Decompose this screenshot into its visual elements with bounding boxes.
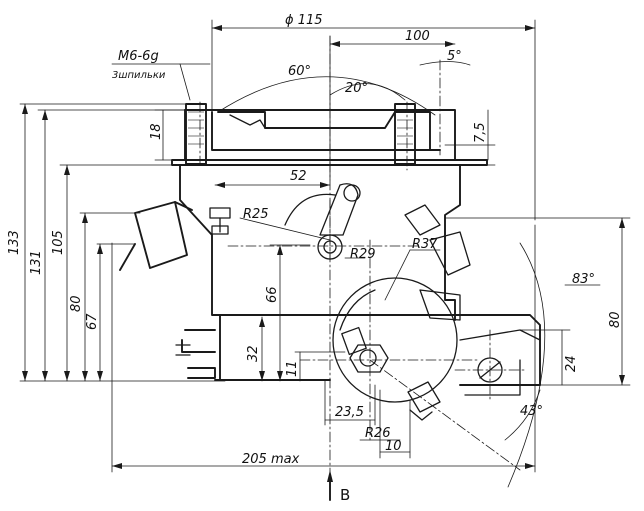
label-a60: 60° <box>288 64 311 79</box>
label-d11: 11 <box>285 360 300 377</box>
label-studs: 3шпильки <box>112 70 166 81</box>
label-d67: 67 <box>85 313 100 330</box>
label-a83: 83° <box>572 272 595 287</box>
label-d24: 24 <box>564 355 579 372</box>
label-thread: М6-6g <box>118 49 159 64</box>
label-d105: 105 <box>51 230 66 255</box>
carburetor-body <box>119 103 541 386</box>
label-d80-left: 80 <box>69 295 84 312</box>
label-r37: R37 <box>412 237 438 252</box>
label-d80-right: 80 <box>608 311 623 328</box>
dimension-labels: ϕ 115 100 М6-6g 3шпильки 60° 20° 5° 18 7… <box>7 13 623 504</box>
dimension-lines <box>19 19 631 473</box>
label-r29: R29 <box>350 247 376 262</box>
label-d23-5: 23,5 <box>335 405 364 420</box>
label-view-b: В <box>340 486 350 504</box>
label-d18: 18 <box>149 123 164 140</box>
label-d100: 100 <box>405 29 430 44</box>
label-d205: 205 max <box>242 452 300 467</box>
label-d66: 66 <box>265 286 280 303</box>
label-d115: ϕ 115 <box>285 13 323 28</box>
label-a20: 20° <box>345 81 368 96</box>
label-a43: 43° <box>520 404 543 419</box>
label-d7-5: 7,5 <box>473 122 488 143</box>
label-d133: 133 <box>7 230 22 255</box>
label-d10: 10 <box>385 439 402 454</box>
hatching <box>188 111 413 145</box>
label-d131: 131 <box>29 250 44 275</box>
label-a5: 5° <box>447 49 462 64</box>
center-lines <box>199 35 526 501</box>
label-d32: 32 <box>246 345 261 362</box>
angle-arcs <box>217 61 546 488</box>
label-r26: R26 <box>365 426 391 441</box>
label-r25: R25 <box>243 207 269 222</box>
mechanism-details <box>175 114 541 421</box>
label-d52: 52 <box>290 169 307 184</box>
arrowheads <box>22 25 625 482</box>
